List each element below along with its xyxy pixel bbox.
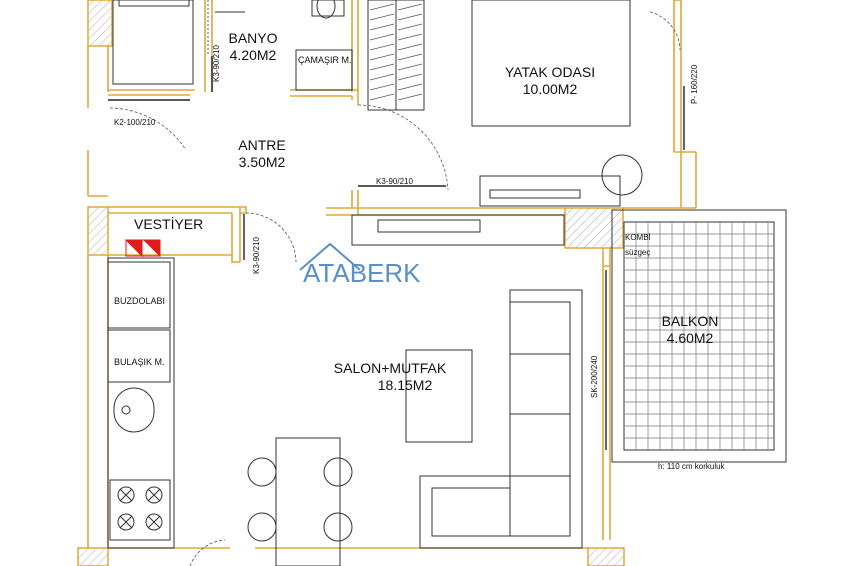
room-area: 10.00M2 [522, 81, 578, 97]
coffee-table [405, 349, 473, 443]
room-name: SALON+MUTFAK [333, 360, 447, 376]
room-antre: ANTRE 3.50M2 [222, 137, 302, 171]
fixture-kombi: KOMBİ [625, 233, 651, 242]
room-banyo: BANYO 4.20M2 [218, 30, 288, 64]
sofa [419, 289, 583, 549]
door-label-k3-banyo: K3-90/210 [212, 45, 221, 82]
fixture-bulasik: BULAŞIK M. [114, 357, 165, 367]
room-area: 18.15M2 [377, 377, 433, 393]
logo-roof [299, 242, 361, 271]
column-hatch [77, 547, 109, 566]
kitchen-counter [107, 257, 175, 549]
column-hatch [564, 207, 624, 249]
fixture-buzdolabi: BUZDOLABI [114, 296, 166, 306]
column-hatch [87, 0, 113, 47]
balcony [611, 209, 787, 463]
door-label-p-balkon: P- 160/220 [690, 64, 699, 104]
room-name: BANYO [228, 30, 278, 46]
ataberk-logo: ATABERK [303, 258, 421, 288]
door-label-k3-yatak: K3-90/210 [376, 177, 413, 186]
room-name: BALKON [661, 313, 719, 329]
column-hatch [87, 206, 109, 256]
room-name: YATAK ODASI [504, 64, 596, 80]
tv-unit [351, 214, 565, 246]
room-area: 3.50M2 [238, 154, 286, 170]
room-yatak-odasi: YATAK ODASI 10.00M2 [490, 64, 610, 98]
door-label-k3-vestiyer: K3-90/210 [252, 237, 261, 274]
bedroom-furniture [367, 0, 643, 207]
column-hatch [587, 547, 625, 566]
room-name: ANTRE [238, 137, 286, 153]
room-vestiyer: VESTİYER [134, 216, 204, 232]
fixture-camasir: ÇAMAŞIR M. [298, 55, 352, 65]
room-area: 4.20M2 [229, 47, 277, 63]
door-leaves [108, 56, 685, 450]
railing-note: h: 110 cm korkuluk [658, 462, 725, 471]
door-label-k2: K2-100/210 [114, 118, 156, 127]
room-area: 4.60M2 [666, 330, 714, 346]
kombi-marker [124, 239, 161, 258]
fixture-suzgec: süzgeç [625, 248, 651, 257]
room-balkon: BALKON 4.60M2 [640, 313, 740, 347]
bathroom-fixtures [112, 0, 353, 91]
door-label-sk: SK-200/240 [590, 355, 599, 398]
dining-set [247, 437, 353, 566]
door-swings [109, 11, 681, 566]
room-salon-mutfak: SALON+MUTFAK 18.15M2 [330, 360, 450, 394]
